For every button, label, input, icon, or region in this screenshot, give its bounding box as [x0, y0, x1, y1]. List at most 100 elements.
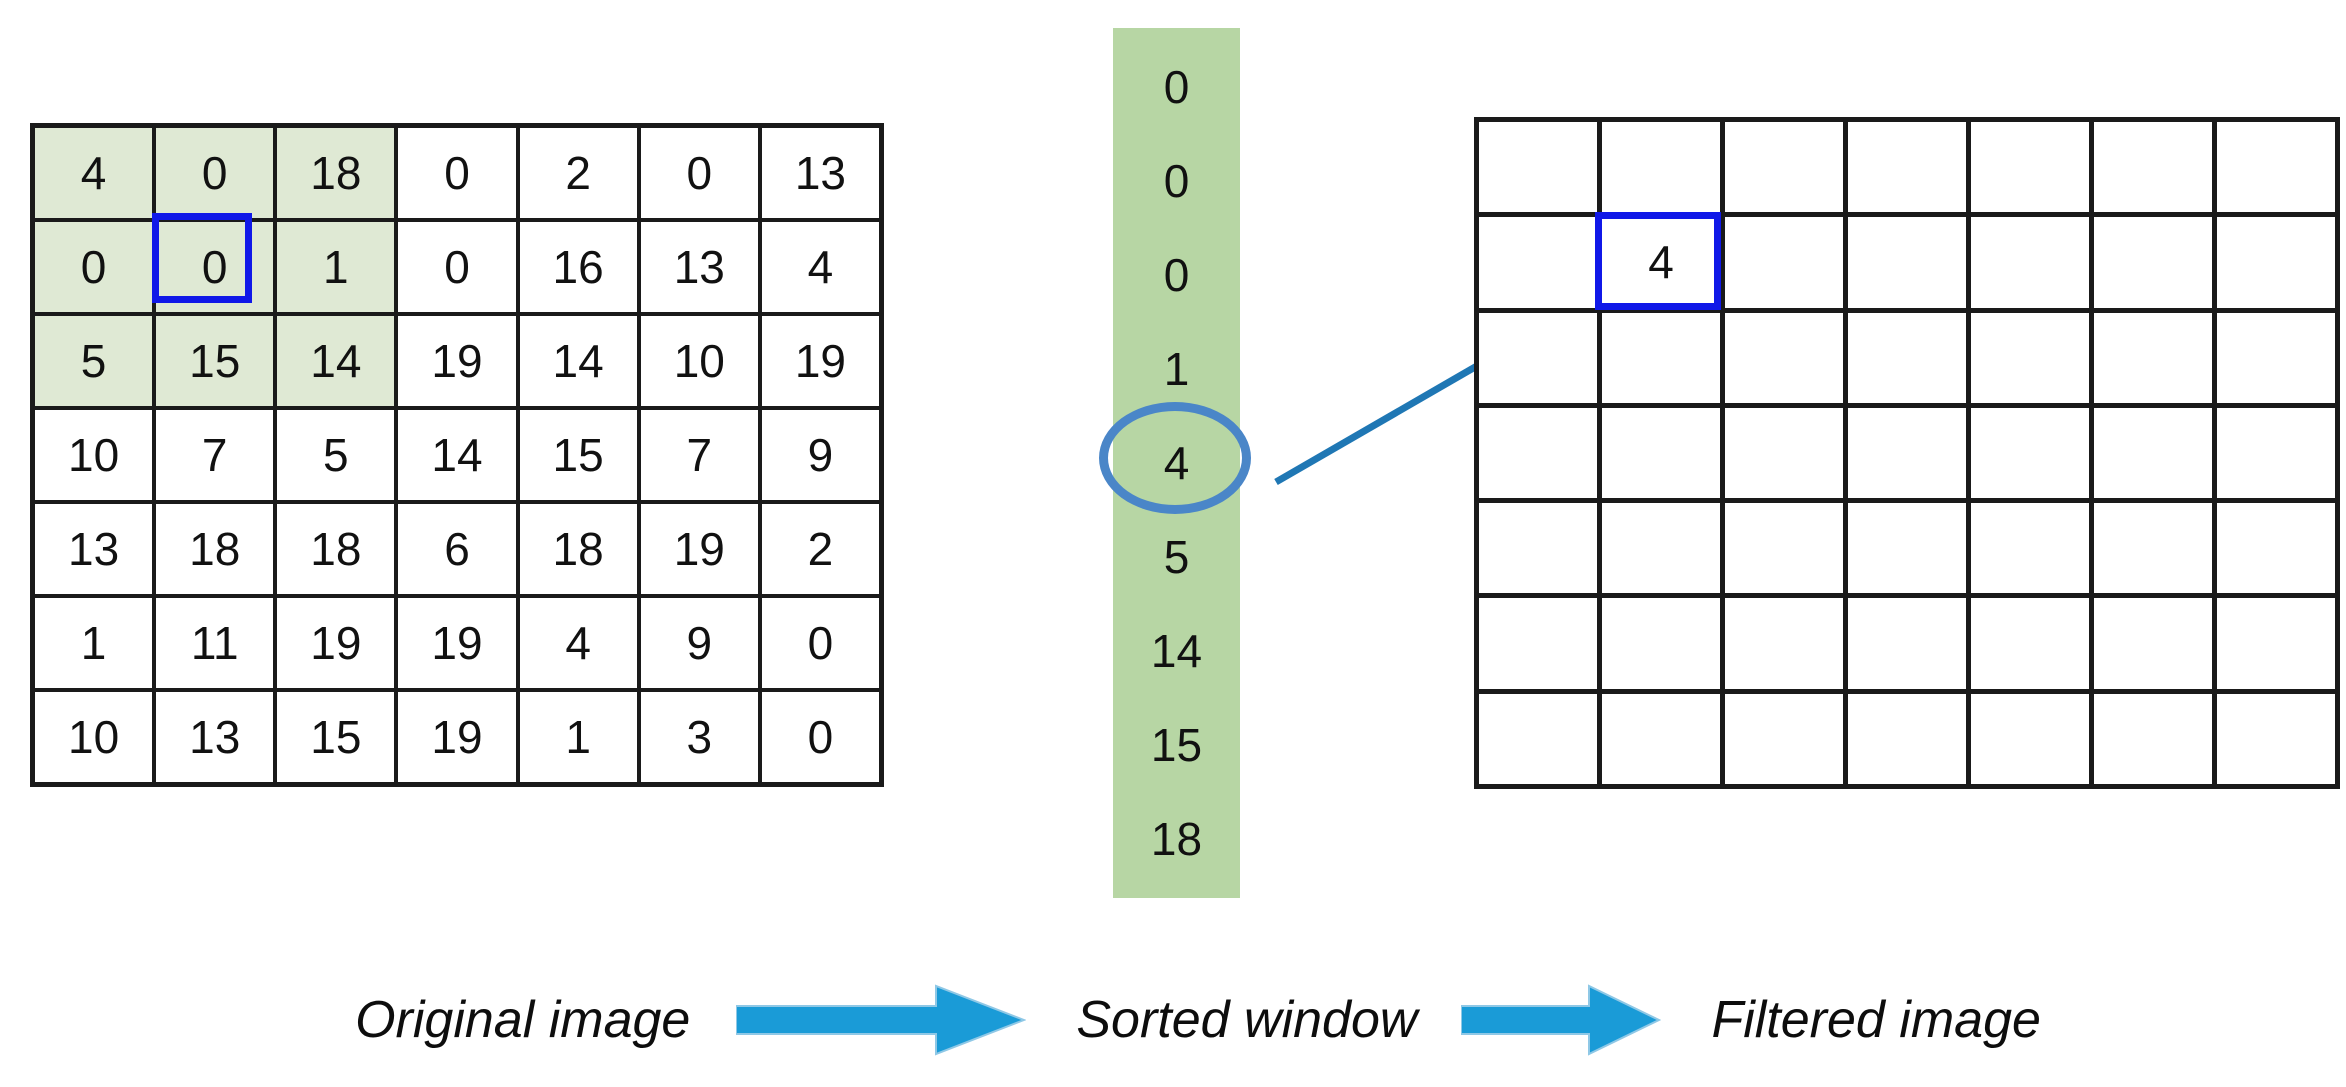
original-cell-r6-c2: 15	[277, 692, 395, 782]
original-cell-r0-c6: 13	[761, 128, 879, 218]
original-cell-r3-c2: 5	[277, 410, 395, 500]
caption-arrow-1-icon	[736, 984, 1027, 1056]
filtered-cell-r3-c2	[1725, 407, 1843, 499]
original-cell-r4-c4: 18	[519, 504, 637, 594]
original-cell-r4-c6: 2	[761, 504, 879, 594]
sorted-value-6: 14	[1150, 625, 1203, 677]
filtered-cell-r5-c3	[1848, 598, 1966, 689]
filtered-cell-r4-c2	[1725, 503, 1843, 594]
filtered-cell-r2-c6	[2217, 312, 2335, 403]
caption-arrow-2-icon	[1461, 984, 1662, 1056]
filtered-cell-r3-c6	[2217, 407, 2335, 499]
original-cell-r5-c6: 0	[761, 598, 879, 688]
filtered-cell-r0-c3	[1848, 122, 1966, 213]
original-cell-r2-c5: 10	[640, 316, 758, 406]
original-cell-r3-c3: 14	[398, 410, 516, 500]
filtered-cell-r2-c2	[1725, 312, 1843, 403]
original-cell-r2-c6: 19	[761, 316, 879, 406]
filtered-cell-r2-c4	[1971, 312, 2089, 403]
filtered-cell-r6-c2	[1725, 693, 1843, 784]
original-cell-r1-c6: 4	[761, 222, 879, 312]
original-cell-r6-c3: 19	[398, 692, 516, 782]
original-cell-r2-c3: 19	[398, 316, 516, 406]
filtered-cell-r5-c0	[1479, 598, 1597, 689]
original-cell-r1-c5: 13	[640, 222, 758, 312]
sorted-value-2: 0	[1163, 249, 1190, 301]
sorted-value-5: 5	[1163, 531, 1190, 583]
filtered-cell-r0-c5	[2094, 122, 2212, 213]
filtered-cell-r1-c5	[2094, 217, 2212, 308]
filtered-cell-r2-c5	[2094, 312, 2212, 403]
filtered-cell-r0-c0	[1479, 122, 1597, 213]
filtered-cell-r5-c6	[2217, 598, 2335, 689]
filtered-cell-r6-c3	[1848, 693, 1966, 784]
original-cell-r6-c5: 3	[640, 692, 758, 782]
original-cell-r6-c0: 10	[35, 692, 153, 782]
filtered-cell-r1-c2	[1725, 217, 1843, 308]
original-cell-r6-c4: 1	[519, 692, 637, 782]
filtered-cell-r6-c6	[2217, 693, 2335, 784]
filtered-cell-r0-c1	[1602, 122, 1720, 213]
original-cell-r1-c1: 0	[156, 222, 274, 312]
filtered-cell-r5-c5	[2094, 598, 2212, 689]
sorted-value-4: 4	[1163, 437, 1190, 489]
filtered-cell-r6-c4	[1971, 693, 2089, 784]
sorted-value-3: 1	[1163, 343, 1190, 395]
filtered-cell-r0-c4	[1971, 122, 2089, 213]
filtered-cell-r4-c1	[1602, 503, 1720, 594]
filtered-cell-r5-c4	[1971, 598, 2089, 689]
filtered-cell-r1-c6	[2217, 217, 2335, 308]
original-cell-r0-c0: 4	[35, 128, 153, 218]
filtered-cell-r2-c1	[1602, 312, 1720, 403]
original-cell-r0-c5: 0	[640, 128, 758, 218]
caption-row: Original image Sorted window Filtered im…	[0, 975, 2346, 1065]
filtered-cell-r4-c5	[2094, 503, 2212, 594]
filtered-cell-r1-c3	[1848, 217, 1966, 308]
filtered-cell-r3-c1	[1602, 407, 1720, 499]
filtered-cell-r4-c0	[1479, 503, 1597, 594]
filtered-cell-r5-c2	[1725, 598, 1843, 689]
original-cell-r4-c1: 18	[156, 504, 274, 594]
filtered-cell-r0-c6	[2217, 122, 2335, 213]
original-cell-r3-c0: 10	[35, 410, 153, 500]
sorted-value-1: 0	[1163, 155, 1190, 207]
original-cell-r5-c2: 19	[277, 598, 395, 688]
original-cell-r0-c3: 0	[398, 128, 516, 218]
filtered-cell-r3-c4	[1971, 407, 2089, 499]
original-cell-r3-c6: 9	[761, 410, 879, 500]
original-cell-r5-c3: 19	[398, 598, 516, 688]
original-cell-r2-c0: 5	[35, 316, 153, 406]
caption-sorted-window: Sorted window	[1076, 991, 1418, 1049]
original-cell-r5-c4: 4	[519, 598, 637, 688]
filtered-cell-r2-c3	[1848, 312, 1966, 403]
original-cell-r4-c3: 6	[398, 504, 516, 594]
filtered-cell-r3-c3	[1848, 407, 1966, 499]
original-cell-r6-c1: 13	[156, 692, 274, 782]
filtered-cell-r6-c0	[1479, 693, 1597, 784]
original-cell-r2-c2: 14	[277, 316, 395, 406]
original-cell-r5-c1: 11	[156, 598, 274, 688]
filtered-cell-r4-c6	[2217, 503, 2335, 594]
original-cell-r6-c6: 0	[761, 692, 879, 782]
caption-original-image: Original image	[355, 991, 691, 1049]
sorted-value-0: 0	[1163, 61, 1190, 113]
original-cell-r1-c4: 16	[519, 222, 637, 312]
original-cell-r1-c3: 0	[398, 222, 516, 312]
sorted-value-8: 18	[1150, 813, 1203, 865]
filtered-cell-r0-c2	[1725, 122, 1843, 213]
original-cell-r0-c2: 18	[277, 128, 395, 218]
original-cell-r1-c2: 1	[277, 222, 395, 312]
filtered-cell-r1-c4	[1971, 217, 2089, 308]
filtered-cell-r3-c0	[1479, 407, 1597, 499]
filtered-cell-r4-c3	[1848, 503, 1966, 594]
original-cell-r4-c5: 19	[640, 504, 758, 594]
filtered-cell-r2-c0	[1479, 312, 1597, 403]
caption-filtered-image: Filtered image	[1711, 991, 2041, 1049]
original-cell-r2-c4: 14	[519, 316, 637, 406]
original-cell-r5-c5: 9	[640, 598, 758, 688]
filtered-image-grid: 4	[1474, 117, 2340, 789]
original-cell-r0-c1: 0	[156, 128, 274, 218]
original-cell-r5-c0: 1	[35, 598, 153, 688]
